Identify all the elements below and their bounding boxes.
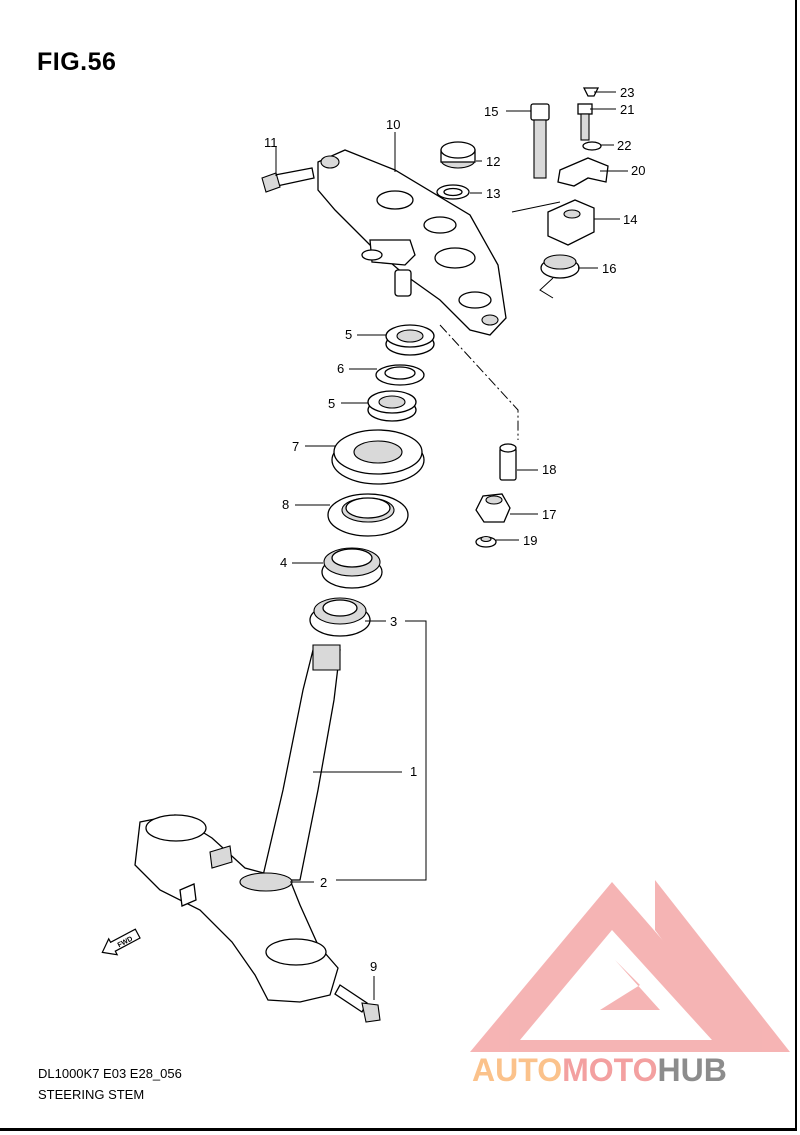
callout-23: 23 xyxy=(620,85,634,100)
callout-14: 14 xyxy=(623,212,637,227)
leader-16 xyxy=(539,277,554,299)
callout-5-lower: 5 xyxy=(328,396,335,411)
bolt-9 xyxy=(334,984,381,1023)
callout-21: 21 xyxy=(620,102,634,117)
cap-12 xyxy=(440,141,476,169)
cushion-16 xyxy=(540,254,580,279)
nut-19 xyxy=(475,535,497,548)
nut-5-upper xyxy=(385,324,435,356)
seal-8 xyxy=(327,493,409,537)
callout-19: 19 xyxy=(523,533,537,548)
callout-labels: 1 2 3 4 5 5 6 7 8 9 10 11 12 13 14 15 16… xyxy=(264,85,645,974)
leader-lines xyxy=(275,91,628,1000)
watermark-auto: AUTO xyxy=(472,1052,563,1088)
watermark-logo xyxy=(470,880,790,1052)
callout-17: 17 xyxy=(542,507,556,522)
callout-13: 13 xyxy=(486,186,500,201)
callout-20: 20 xyxy=(631,163,645,178)
callout-22: 22 xyxy=(617,138,631,153)
callout-4: 4 xyxy=(280,555,287,570)
bolt-21 xyxy=(577,103,593,141)
callout-2: 2 xyxy=(320,875,327,890)
watermark-hub: HUB xyxy=(657,1052,727,1088)
fwd-arrow: FWD xyxy=(101,928,141,956)
bearing-3 xyxy=(309,597,371,637)
bolt-15 xyxy=(530,103,550,179)
washer-22 xyxy=(582,141,602,151)
bolt-11 xyxy=(261,167,315,193)
watermark-text: AUTOMOTOHUB xyxy=(472,1052,792,1092)
callout-15: 15 xyxy=(484,104,498,119)
callout-11: 11 xyxy=(264,135,278,150)
bearing-4 xyxy=(321,547,383,589)
spacer-18 xyxy=(499,443,517,481)
callout-12: 12 xyxy=(486,154,500,169)
washer-6 xyxy=(375,364,425,386)
callout-9: 9 xyxy=(370,959,377,974)
callout-16: 16 xyxy=(602,261,616,276)
nut-5-lower xyxy=(367,390,417,422)
steering-stem xyxy=(134,644,341,1003)
section-title: STEERING STEM xyxy=(38,1087,145,1102)
cap-23 xyxy=(582,87,600,97)
callout-6: 6 xyxy=(337,361,344,376)
callout-3: 3 xyxy=(390,614,397,629)
cushion-17 xyxy=(475,493,511,523)
holder-14 xyxy=(547,199,595,246)
washer-13-hole xyxy=(443,187,463,197)
centerline xyxy=(439,324,519,440)
callout-7: 7 xyxy=(292,439,299,454)
figure-title: FIG.56 xyxy=(37,48,117,76)
leader-15 xyxy=(511,201,561,213)
callout-5-upper: 5 xyxy=(345,327,352,342)
callout-18: 18 xyxy=(542,462,556,477)
top-bracket xyxy=(317,149,507,336)
seal-7 xyxy=(331,429,425,485)
callout-1: 1 xyxy=(410,764,417,779)
watermark-moto: MOTO xyxy=(562,1052,658,1088)
model-code: DL1000K7 E03 E28_056 xyxy=(38,1066,182,1081)
callout-10: 10 xyxy=(386,117,400,132)
clamp-20 xyxy=(557,157,609,187)
callout-8: 8 xyxy=(282,497,289,512)
